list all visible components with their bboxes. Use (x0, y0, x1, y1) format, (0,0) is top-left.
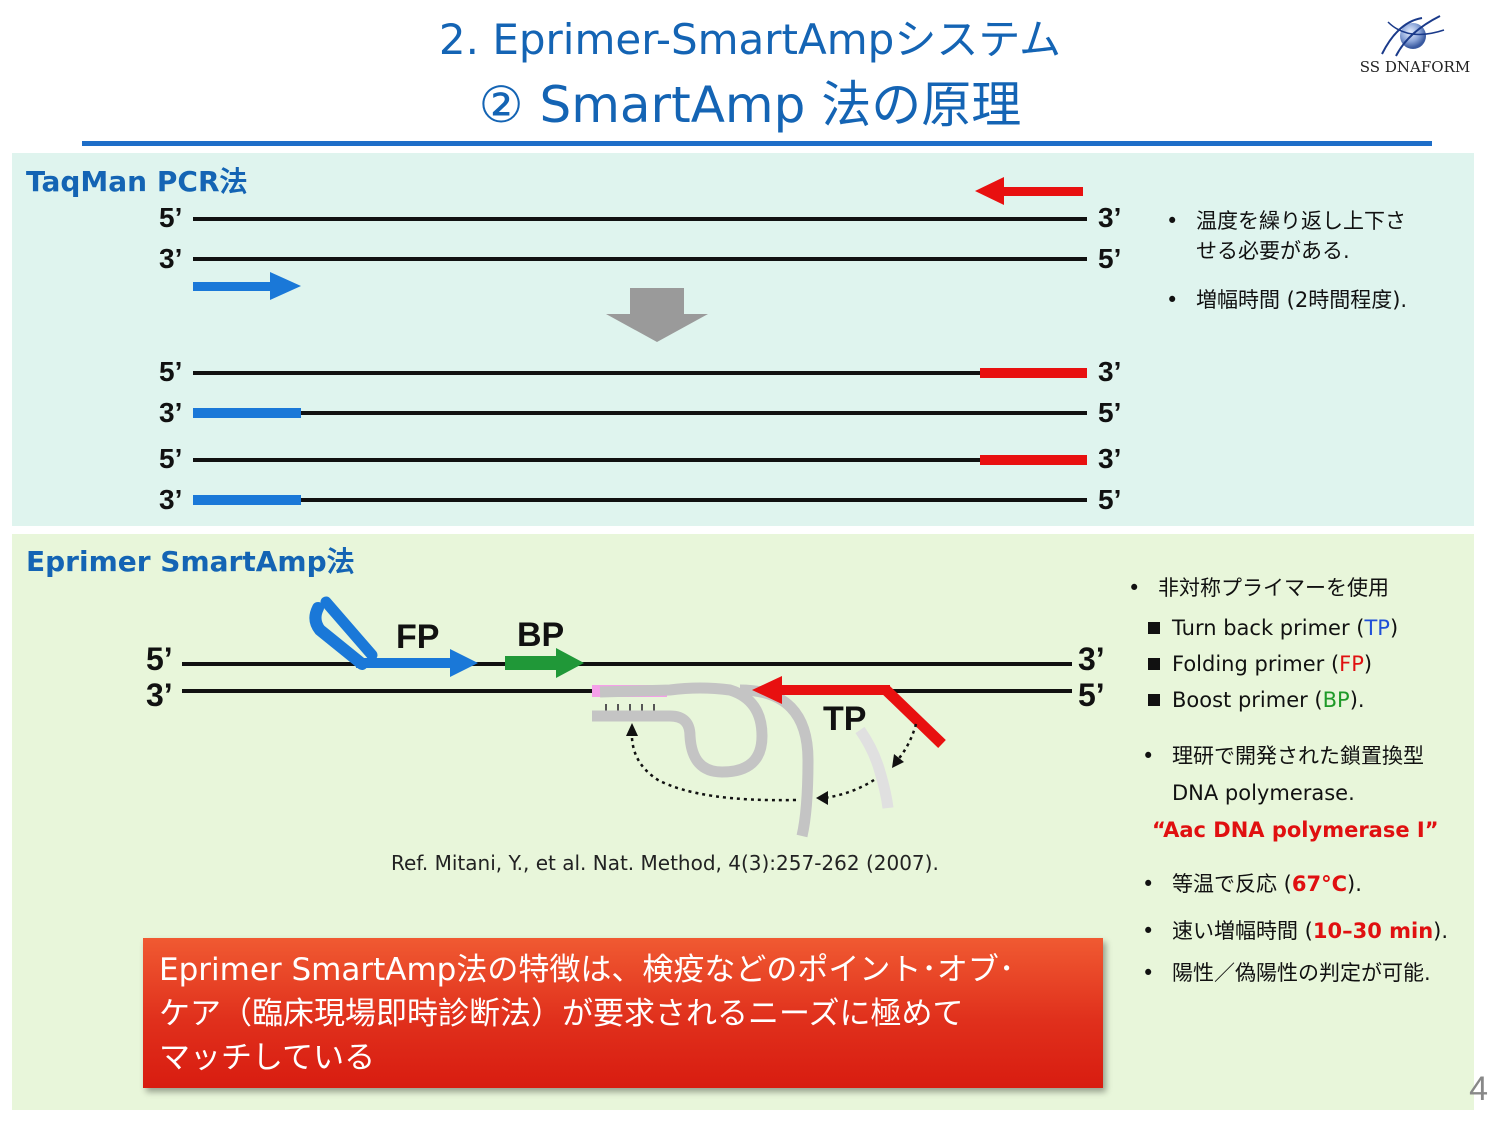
reverse-primer-arrow-icon (975, 177, 1083, 205)
bullet-text: 陽性／偽陽性の判定が可能. (1172, 961, 1431, 985)
label-3prime: 3’ (159, 397, 183, 428)
label-5prime: 5’ (159, 443, 183, 474)
reference-citation: Ref. Mitani, Y., et al. Nat. Method, 4(3… (391, 851, 939, 875)
bullet-text: 温度を繰り返し上下さ (1196, 209, 1406, 233)
feature-callout-box: Eprimer SmartAmp法の特徴は、検疫などのポイント･オブ･ ケア（臨… (143, 938, 1103, 1088)
dotted-arrow-right (823, 778, 875, 800)
primer-item-tp: Turn back primer (TP) (1148, 610, 1488, 646)
bp-label: BP (517, 616, 565, 654)
forward-primer-arrow-icon (193, 272, 301, 300)
fp-label: FP (396, 618, 440, 656)
product-primer-blue-1 (193, 408, 301, 418)
smartamp-bullet-positivity: •陽性／偽陽性の判定が可能. (1142, 961, 1431, 985)
dotted-arrowhead-left-icon (626, 723, 638, 736)
label-5prime: 5’ (146, 641, 173, 677)
primer-item-fp: Folding primer (FP) (1148, 646, 1488, 682)
label-3prime: 3’ (1098, 356, 1122, 387)
product-primer-red-1 (980, 368, 1087, 378)
bullet-text: 理研で開発された鎖置換型 (1172, 744, 1424, 768)
bullet-text: 非対称プライマーを使用 (1158, 576, 1389, 600)
bullet-text: せる必要がある. (1196, 239, 1350, 263)
bullet-text: DNA polymerase. (1172, 781, 1355, 805)
taqman-bullet-2: •増幅時間 (2時間程度). (1166, 288, 1408, 312)
dotted-arrow-tp (895, 723, 918, 763)
label-5prime: 5’ (159, 356, 183, 387)
label-3prime: 3’ (146, 677, 173, 713)
product-primer-red-2 (980, 455, 1087, 465)
polymerase-name: “Aac DNA polymerase I” (1152, 818, 1439, 842)
callout-text: Eprimer SmartAmp法の特徴は、検疫などのポイント･オブ･ (159, 952, 1015, 988)
smartamp-bullet-isothermal: •等温で反応 (67°C). (1142, 872, 1362, 896)
primer-item-bp: Boost primer (BP). (1148, 682, 1488, 718)
label-5prime: 5’ (1098, 484, 1122, 515)
label-5prime: 5’ (159, 202, 183, 233)
label-3prime: 3’ (1098, 202, 1122, 233)
down-arrow-icon (606, 288, 708, 342)
bullet-text: 増幅時間 (2時間程度). (1196, 288, 1408, 312)
gray-loop-strand (592, 682, 768, 778)
dotted-arrowhead-right-icon (816, 791, 828, 805)
label-3prime: 3’ (159, 243, 183, 274)
taqman-diagram (193, 177, 1087, 505)
dotted-arrowhead-tp-icon (892, 754, 904, 768)
product-primer-blue-2 (193, 495, 301, 505)
label-3prime: 3’ (1078, 641, 1105, 677)
page-number: 4 (1469, 1070, 1488, 1108)
boost-primer-arrow-icon (505, 648, 584, 678)
taqman-bullet-1: •温度を繰り返し上下さ せる必要がある. (1166, 206, 1466, 266)
primer-list: Turn back primer (TP) Folding primer (FP… (1148, 610, 1488, 718)
label-3prime: 3’ (1098, 443, 1122, 474)
smartamp-bullet-primers: •非対称プライマーを使用 (1128, 576, 1389, 600)
smartamp-diagram (182, 596, 1072, 838)
title-underline (82, 141, 1432, 146)
smartamp-section-title: Eprimer SmartAmp法 (26, 545, 355, 578)
label-5prime: 5’ (1098, 397, 1122, 428)
light-tp-tail (855, 726, 894, 809)
slide-title-line1: 2. Eprimer-SmartAmpシステム (438, 15, 1062, 64)
label-3prime: 3’ (159, 484, 183, 515)
logo-text: SS DNAFORM (1359, 58, 1471, 76)
folding-primer-arrow-icon (309, 596, 478, 677)
smartamp-bullet-speed: •速い増幅時間 (10–30 min). (1142, 919, 1449, 943)
turn-back-primer-arrow-icon (752, 676, 946, 748)
callout-text: マッチしている (159, 1040, 376, 1076)
taqman-section-title: TaqMan PCR法 (26, 165, 248, 198)
dnaform-logo-icon (1381, 15, 1445, 57)
label-5prime: 5’ (1078, 677, 1105, 713)
slide-title-line2: ② SmartAmp 法の原理 (478, 76, 1022, 134)
tp-label: TP (823, 700, 867, 738)
taqman-panel (12, 153, 1474, 526)
smartamp-bullet-polymerase: •理研で開発された鎖置換型 DNA polymerase. “Aac DNA p… (1142, 738, 1487, 849)
dotted-arrow-left (630, 729, 797, 802)
callout-text: ケア（臨床現場即時診断法）が要求されるニーズに極めて (159, 996, 964, 1032)
label-5prime: 5’ (1098, 243, 1122, 274)
